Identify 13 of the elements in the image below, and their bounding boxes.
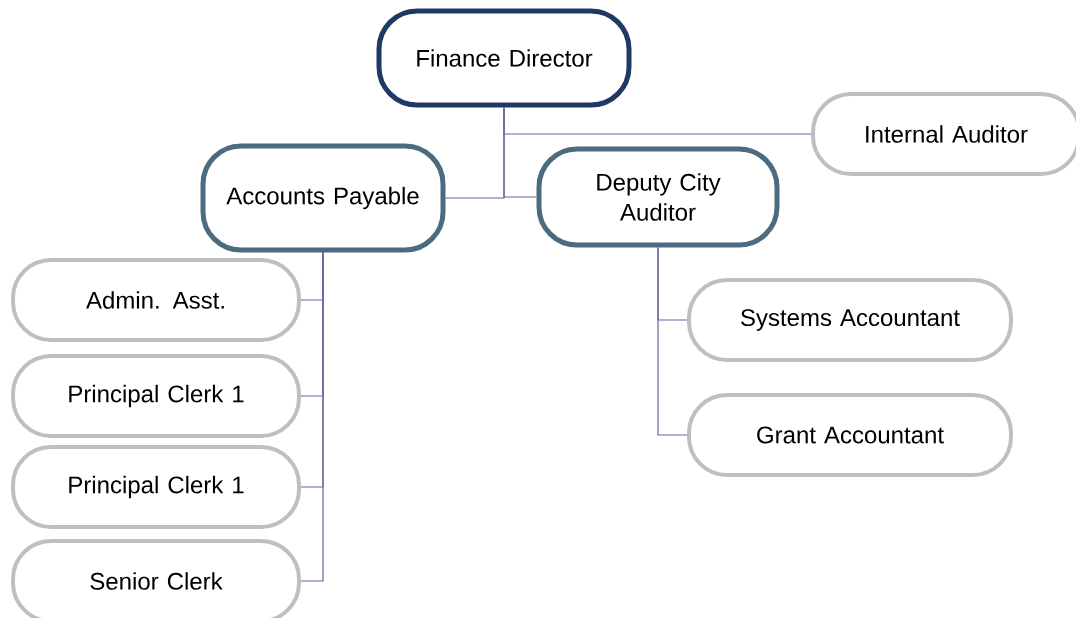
position-box: Internal Auditor — [811, 92, 1076, 176]
connector-line — [503, 106, 538, 198]
position-box: Senior Clerk — [11, 539, 301, 618]
connector-line — [657, 246, 688, 436]
position-box: Principal Clerk 1 — [11, 445, 301, 529]
position-box: Admin. Asst. — [11, 258, 301, 342]
department-box: Accounts Payable — [200, 143, 446, 253]
connector-line — [300, 251, 324, 582]
position-box: Systems Accountant — [687, 278, 1013, 362]
position-box: Grant Accountant — [687, 393, 1013, 477]
department-box: Deputy City Auditor — [536, 146, 780, 248]
director-box: Finance Director — [376, 8, 632, 108]
position-box: Principal Clerk 1 — [11, 354, 301, 438]
